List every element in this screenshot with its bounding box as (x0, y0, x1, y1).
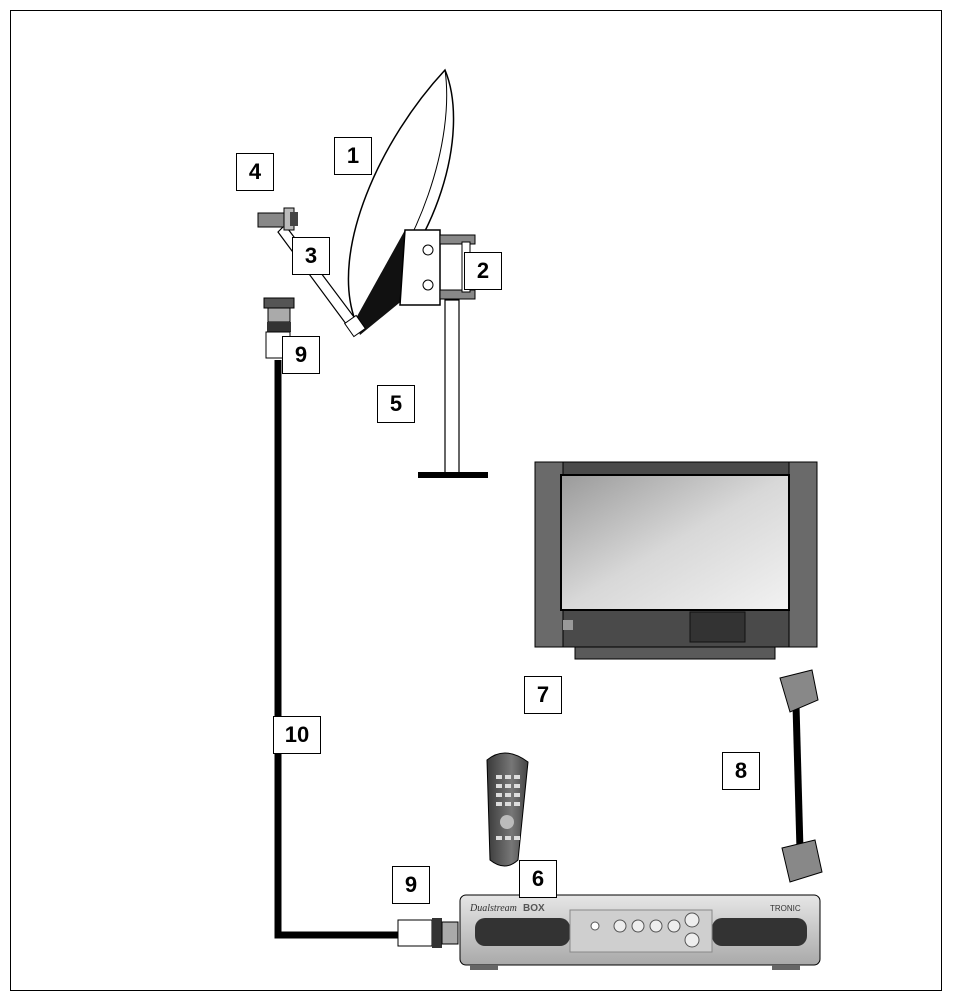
receiver-brand-right: TRONIC (770, 904, 801, 913)
label-3-arm: 3 (292, 237, 330, 275)
label-7-tv: 7 (524, 676, 562, 714)
satellite-receiver (459, 894, 821, 970)
label-8-scart: 8 (722, 752, 760, 790)
receiver-brand-suffix: BOX (523, 903, 545, 914)
coax-cable (274, 360, 400, 939)
label-4-lnb: 4 (236, 153, 274, 191)
label-9-top-connector: 9 (282, 336, 320, 374)
label-2-bracket: 2 (464, 252, 502, 290)
diagram-frame (10, 10, 942, 991)
mast-pole (418, 299, 488, 478)
label-1-dish: 1 (334, 137, 372, 175)
satellite-dish (347, 68, 455, 335)
scart-cable (779, 669, 823, 883)
f-connector-bottom (397, 918, 459, 948)
lnb-device (257, 207, 298, 231)
remote-control (486, 752, 529, 867)
label-6-remote: 6 (519, 860, 557, 898)
label-10-cable: 10 (273, 716, 321, 754)
receiver-brand-left: Dualstream (469, 903, 517, 914)
label-9-bottom-connector: 9 (392, 866, 430, 904)
f-connector-top (263, 297, 295, 359)
television (534, 461, 818, 660)
label-5-mast: 5 (377, 385, 415, 423)
